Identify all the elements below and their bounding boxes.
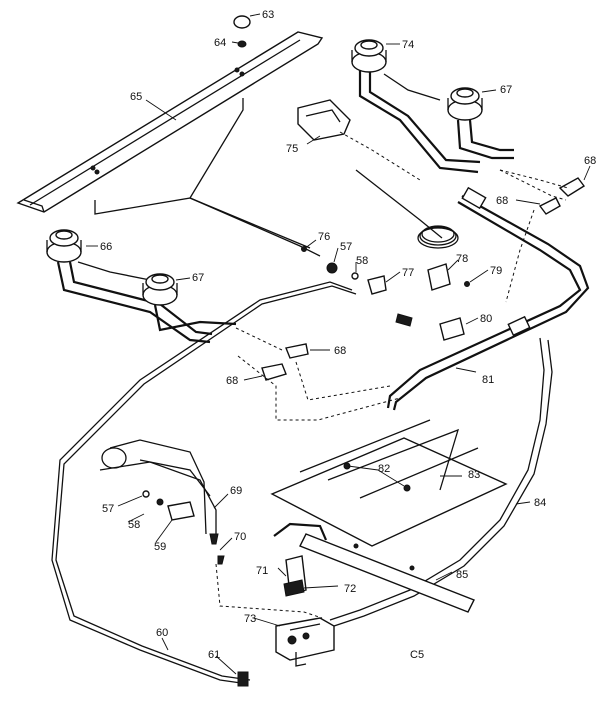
callout-64: 64 xyxy=(214,37,226,49)
callout-61: 61 xyxy=(208,649,220,661)
part-63-cap xyxy=(233,15,251,48)
callout-78: 78 xyxy=(456,253,468,265)
part-75-switch xyxy=(297,99,443,239)
callout-82: 82 xyxy=(378,463,390,475)
callout-69: 69 xyxy=(230,485,242,497)
callout-76: 76 xyxy=(318,231,330,243)
callout-58-bottom: 58 xyxy=(128,519,140,531)
callout-63: 63 xyxy=(262,9,274,21)
heat-shield-83 xyxy=(270,419,508,547)
callout-68-mid: 68 xyxy=(334,345,346,357)
parts-57-58-77 xyxy=(326,262,413,327)
electrode-68-right xyxy=(499,169,586,215)
callout-66: 66 xyxy=(100,241,112,253)
wire-harness-60 xyxy=(51,281,357,685)
electrode-68-left xyxy=(235,327,401,421)
burner-67-right xyxy=(447,87,514,160)
bottom-bar-85 xyxy=(273,522,475,613)
callout-68-left: 68 xyxy=(226,375,238,387)
callout-68-top-right: 68 xyxy=(584,155,596,167)
burner-box-bracket xyxy=(16,31,324,249)
burner-74 xyxy=(351,39,481,174)
callout-80: 80 xyxy=(480,313,492,325)
callout-57-top: 57 xyxy=(340,241,352,253)
callout-59: 59 xyxy=(154,541,166,553)
callout-60: 60 xyxy=(156,627,168,639)
parts-78-79-80 xyxy=(427,263,470,341)
callout-58-top: 58 xyxy=(356,255,368,267)
regulator-73 xyxy=(275,617,335,667)
callout-84: 84 xyxy=(534,497,546,509)
burner-66 xyxy=(46,229,213,344)
callout-57-bottom: 57 xyxy=(102,503,114,515)
callout-77: 77 xyxy=(402,267,414,279)
callout-72: 72 xyxy=(344,583,356,595)
manifold-pipe-81 xyxy=(386,169,590,411)
callout-79: 79 xyxy=(490,265,502,277)
connector-61 xyxy=(237,671,249,687)
callout-68-right: 68 xyxy=(496,195,508,207)
callout-74: 74 xyxy=(402,39,414,51)
callout-83: 83 xyxy=(468,469,480,481)
wire-coil xyxy=(417,225,459,249)
callout-70: 70 xyxy=(234,531,246,543)
burner-67-left xyxy=(142,273,237,332)
callout-73: 73 xyxy=(244,613,256,625)
leader-lines xyxy=(86,13,591,675)
callout-67-left: 67 xyxy=(192,272,204,284)
valve-71-72 xyxy=(215,555,323,619)
callout-71: 71 xyxy=(256,565,268,577)
callout-85: 85 xyxy=(456,569,468,581)
ignitor-wire-76 xyxy=(189,197,321,257)
callout-65: 65 xyxy=(130,91,142,103)
cable-84 xyxy=(329,337,553,627)
callout-labels: 63 64 65 66 67 74 67 68 68 75 76 57 58 7… xyxy=(100,9,596,661)
callout-75: 75 xyxy=(286,143,298,155)
callout-67-right: 67 xyxy=(500,84,512,96)
thermocouple-69 xyxy=(99,439,225,565)
callout-81: 81 xyxy=(482,374,494,386)
section-code: C5 xyxy=(410,649,424,661)
